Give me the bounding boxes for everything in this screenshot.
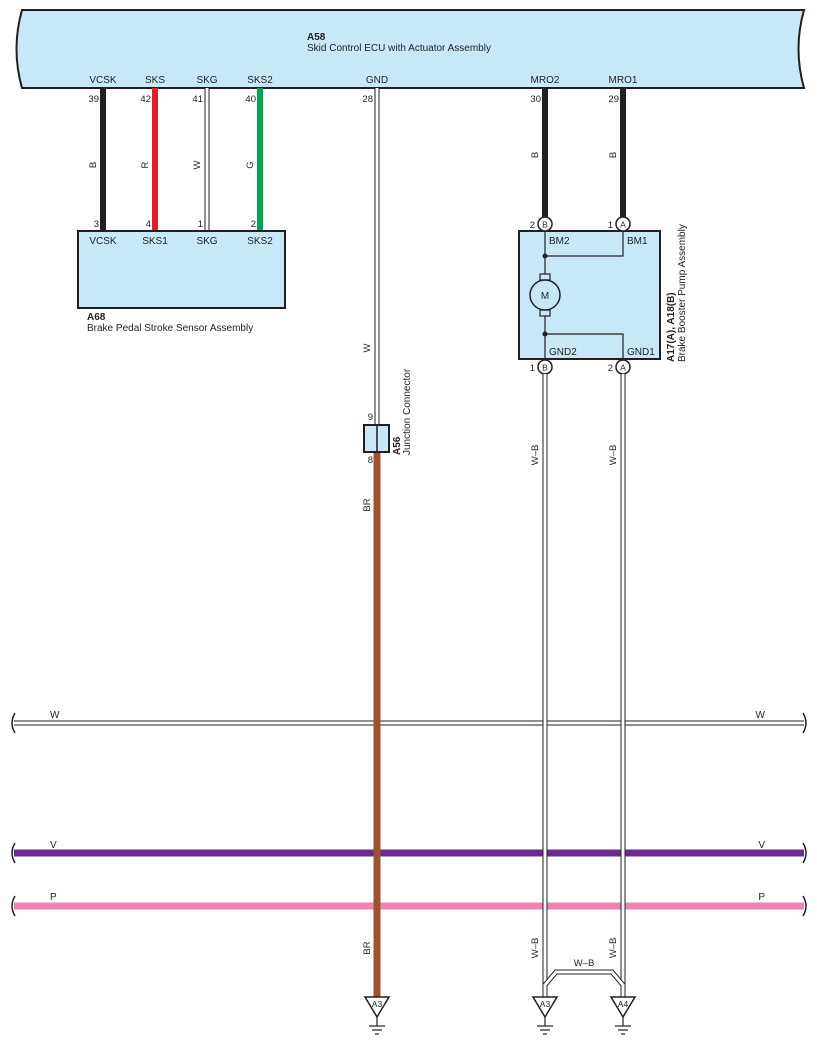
wire-jumper-color: W–B (574, 958, 595, 969)
pump-pin-gnd1: 2 (608, 363, 613, 374)
bus-w-label-right: W (756, 710, 766, 721)
junction-code: A56 (392, 436, 403, 455)
ecu-pin-40: 40 (245, 94, 256, 105)
wire-mro1: B (608, 88, 626, 217)
wire-skg: W (192, 88, 210, 231)
bus-v-label-left: V (50, 840, 57, 851)
bus-p-label-left: P (50, 892, 57, 903)
wire-gnd1-color: W–B (608, 445, 619, 466)
ecu-pin-39: 39 (88, 94, 99, 105)
ecu-terminal-vcsk: VCSK (89, 75, 117, 86)
ground-label: A4 (618, 999, 629, 1009)
pump-pin-bm1: 1 (608, 220, 613, 231)
ecu-pin-29: 29 (608, 94, 619, 105)
sensor-terminal-sks2: SKS2 (247, 236, 273, 247)
sensor-pin-1: 1 (198, 219, 203, 230)
wire-gnd-bottom-color: BR (362, 941, 373, 954)
wire-gnd-brown: BR BR (362, 452, 381, 998)
ground-a4: A4 (609, 996, 637, 1035)
connector-b-bottom-label: B (542, 363, 548, 373)
sensor-name: Brake Pedal Stroke Sensor Assembly (87, 323, 253, 334)
ecu-terminal-sks2: SKS2 (247, 75, 273, 86)
pump-terminal-bm1: BM1 (627, 236, 648, 247)
ecu-pin-41: 41 (192, 94, 203, 105)
ecu-terminal-gnd: GND (366, 75, 388, 86)
sensor-box: 3 4 1 2 VCSK SKS1 SKG SKS2 A68 Brake Ped… (77, 219, 286, 334)
ecu-terminal-sks: SKS (145, 75, 165, 86)
wire-mro2: B (530, 88, 548, 217)
wire-gnd-white: W (362, 88, 380, 425)
bus-w: W W (11, 710, 807, 734)
wire-gnd-upper-color: W (362, 343, 373, 352)
wire-vcsk: B (88, 88, 106, 231)
junction-name: Junction Connector (402, 368, 413, 455)
ecu-pin-28: 28 (362, 94, 373, 105)
pump-terminal-gnd2: GND2 (549, 347, 577, 358)
wire-sks: R (140, 88, 158, 231)
wire-gnd1-bottom-color: W–B (608, 938, 619, 959)
sensor-terminal-skg: SKG (196, 236, 217, 247)
ground-label: A3 (372, 999, 383, 1009)
ecu-pin-42: 42 (140, 94, 151, 105)
ground-triangle-icon (609, 996, 637, 1019)
ground-triangle-icon (531, 996, 559, 1019)
ground-triangle-icon (363, 996, 391, 1019)
bus-w-label-left: W (50, 710, 60, 721)
motor-icon (529, 279, 561, 311)
pump-pin-gnd2: 1 (530, 363, 535, 374)
wire-gnd1: W–B W–B (608, 374, 626, 998)
connector-b-top-label: B (542, 220, 548, 230)
junction-pin-8: 8 (368, 455, 373, 466)
bus-v: V V (11, 840, 807, 864)
wire-gnd2-bottom-color: W–B (530, 938, 541, 959)
junction-pin-9: 9 (368, 412, 373, 423)
ground-a3-left: A3 (363, 996, 391, 1035)
pump-pin-bm2: 2 (530, 220, 535, 231)
wire-jumper: W–B (543, 958, 625, 987)
ecu-pins: 39 42 41 40 28 30 29 (88, 94, 619, 105)
ecu-code: A58 (307, 32, 326, 43)
bus-p-label-right: P (758, 892, 765, 903)
wire-skg-color: W (192, 160, 203, 169)
connector-a-bottom-label: A (620, 363, 626, 373)
ecu-pin-30: 30 (530, 94, 541, 105)
motor-label: M (541, 291, 549, 302)
wire-mro1-color: B (608, 152, 619, 158)
wire-gnd-lower-color: BR (362, 498, 373, 511)
sensor-pin-4: 4 (146, 219, 151, 230)
wire-vcsk-color: B (88, 162, 99, 168)
wire-sks2-color: G (245, 161, 256, 168)
bus-p: P P (11, 892, 807, 917)
ground-label: A3 (540, 999, 551, 1009)
ecu-name: Skid Control ECU with Actuator Assembly (307, 43, 491, 54)
sensor-pin-3: 3 (94, 219, 99, 230)
pump-terminal-bm2: BM2 (549, 236, 570, 247)
pump-terminal-gnd1: GND1 (627, 347, 655, 358)
sensor-code: A68 (87, 312, 106, 323)
wire-sks2: G (245, 88, 263, 231)
ground-a3-right: A3 (531, 996, 559, 1035)
ecu-terminal-mro2: MRO2 (531, 75, 560, 86)
wire-gnd2-color: W–B (530, 445, 541, 466)
sensor-terminal-sks1: SKS1 (142, 236, 168, 247)
connector-a-top-icon (615, 216, 631, 232)
ecu-box: A58 Skid Control ECU with Actuator Assem… (15, 9, 806, 89)
wire-sks-color: R (140, 161, 151, 168)
pump-name: Brake Booster Pump Assembly (677, 224, 688, 362)
sensor-pin-2: 2 (251, 219, 256, 230)
wire-gnd2: W–B W–B (530, 374, 548, 998)
ecu-terminal-skg: SKG (196, 75, 217, 86)
pump-box: M BM2 BM1 GND2 GND1 B A B A 2 1 1 2 A17(… (518, 216, 688, 375)
pump-code: A17(A), A18(B) (666, 292, 677, 362)
sensor-terminal-vcsk: VCSK (89, 236, 117, 247)
ecu-terminal-mro1: MRO1 (609, 75, 638, 86)
connector-a-top-label: A (620, 220, 626, 230)
junction-connector: 9 8 A56 Junction Connector (363, 368, 413, 466)
bus-v-label-right: V (758, 840, 765, 851)
connector-b-top-icon (537, 216, 553, 232)
wire-mro2-color: B (530, 152, 541, 158)
